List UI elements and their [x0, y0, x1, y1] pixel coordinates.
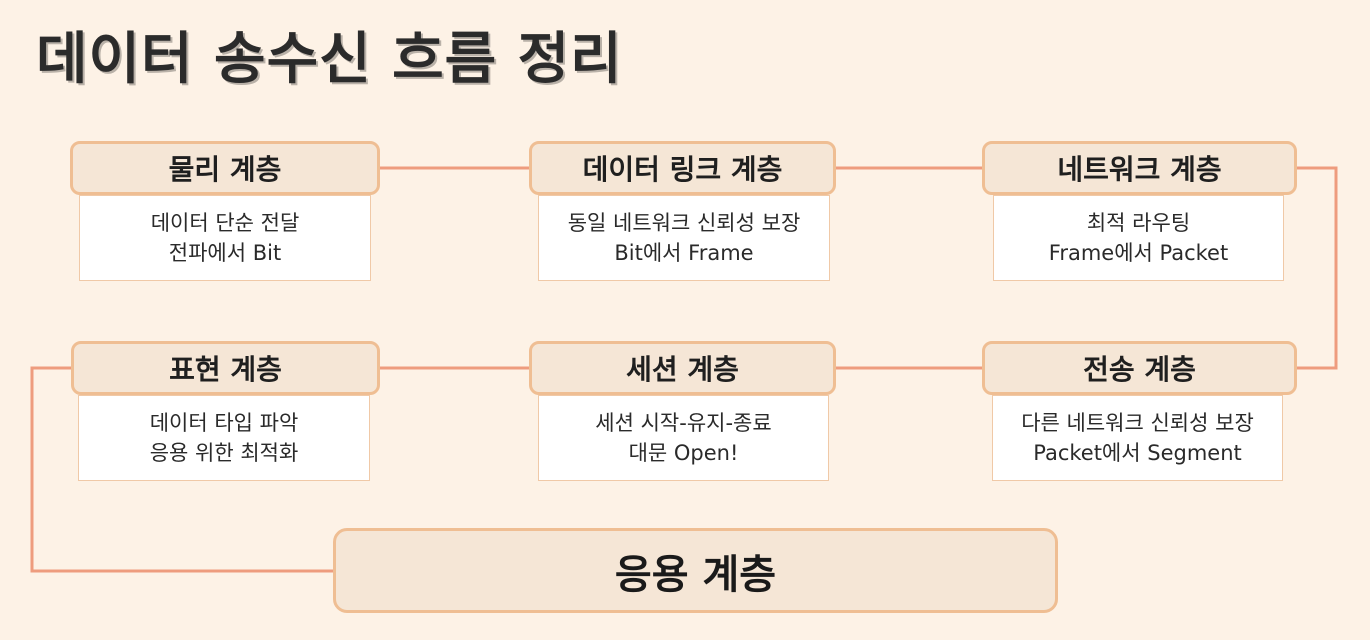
network-layer-header: 네트워크 계층: [982, 141, 1297, 195]
transport-layer-line2: Packet에서 Segment: [1033, 441, 1242, 465]
presentation-layer-line2: 응용 위한 최적화: [149, 441, 299, 465]
presentation-layer-line1: 데이터 타입 파악: [149, 411, 299, 435]
application-layer-box: 응용 계층: [333, 528, 1058, 613]
page-title: 데이터 송수신 흐름 정리: [36, 27, 623, 92]
physical-layer-header: 물리 계층: [70, 141, 380, 195]
connector-network-transport: [1297, 166, 1338, 370]
presentation-layer-description: 데이터 타입 파악 응용 위한 최적화: [78, 395, 370, 481]
session-layer-line2: 대문 Open!: [628, 441, 739, 465]
datalink-layer-line2: Bit에서 Frame: [614, 241, 754, 265]
session-layer-line1: 세션 시작-유지-종료: [595, 411, 772, 435]
datalink-layer-description: 동일 네트워크 신뢰성 보장 Bit에서 Frame: [538, 195, 830, 281]
session-layer-header: 세션 계층: [529, 341, 836, 395]
network-layer-line2: Frame에서 Packet: [1048, 241, 1229, 265]
session-layer-description: 세션 시작-유지-종료 대문 Open!: [538, 395, 829, 481]
presentation-layer-header: 표현 계층: [71, 341, 380, 395]
transport-layer-header: 전송 계층: [982, 341, 1297, 395]
connector-presentation-application: [30, 366, 333, 573]
datalink-layer-line1: 동일 네트워크 신뢰성 보장: [567, 211, 801, 235]
physical-layer-description: 데이터 단순 전달 전파에서 Bit: [79, 195, 371, 281]
physical-layer-line2: 전파에서 Bit: [168, 241, 282, 265]
transport-layer-line1: 다른 네트워크 신뢰성 보장: [1021, 411, 1254, 435]
datalink-layer-header: 데이터 링크 계층: [529, 141, 836, 195]
transport-layer-description: 다른 네트워크 신뢰성 보장 Packet에서 Segment: [992, 395, 1283, 481]
network-layer-description: 최적 라우팅 Frame에서 Packet: [993, 195, 1284, 281]
network-layer-line1: 최적 라우팅: [1086, 211, 1191, 235]
physical-layer-line1: 데이터 단순 전달: [150, 211, 300, 235]
